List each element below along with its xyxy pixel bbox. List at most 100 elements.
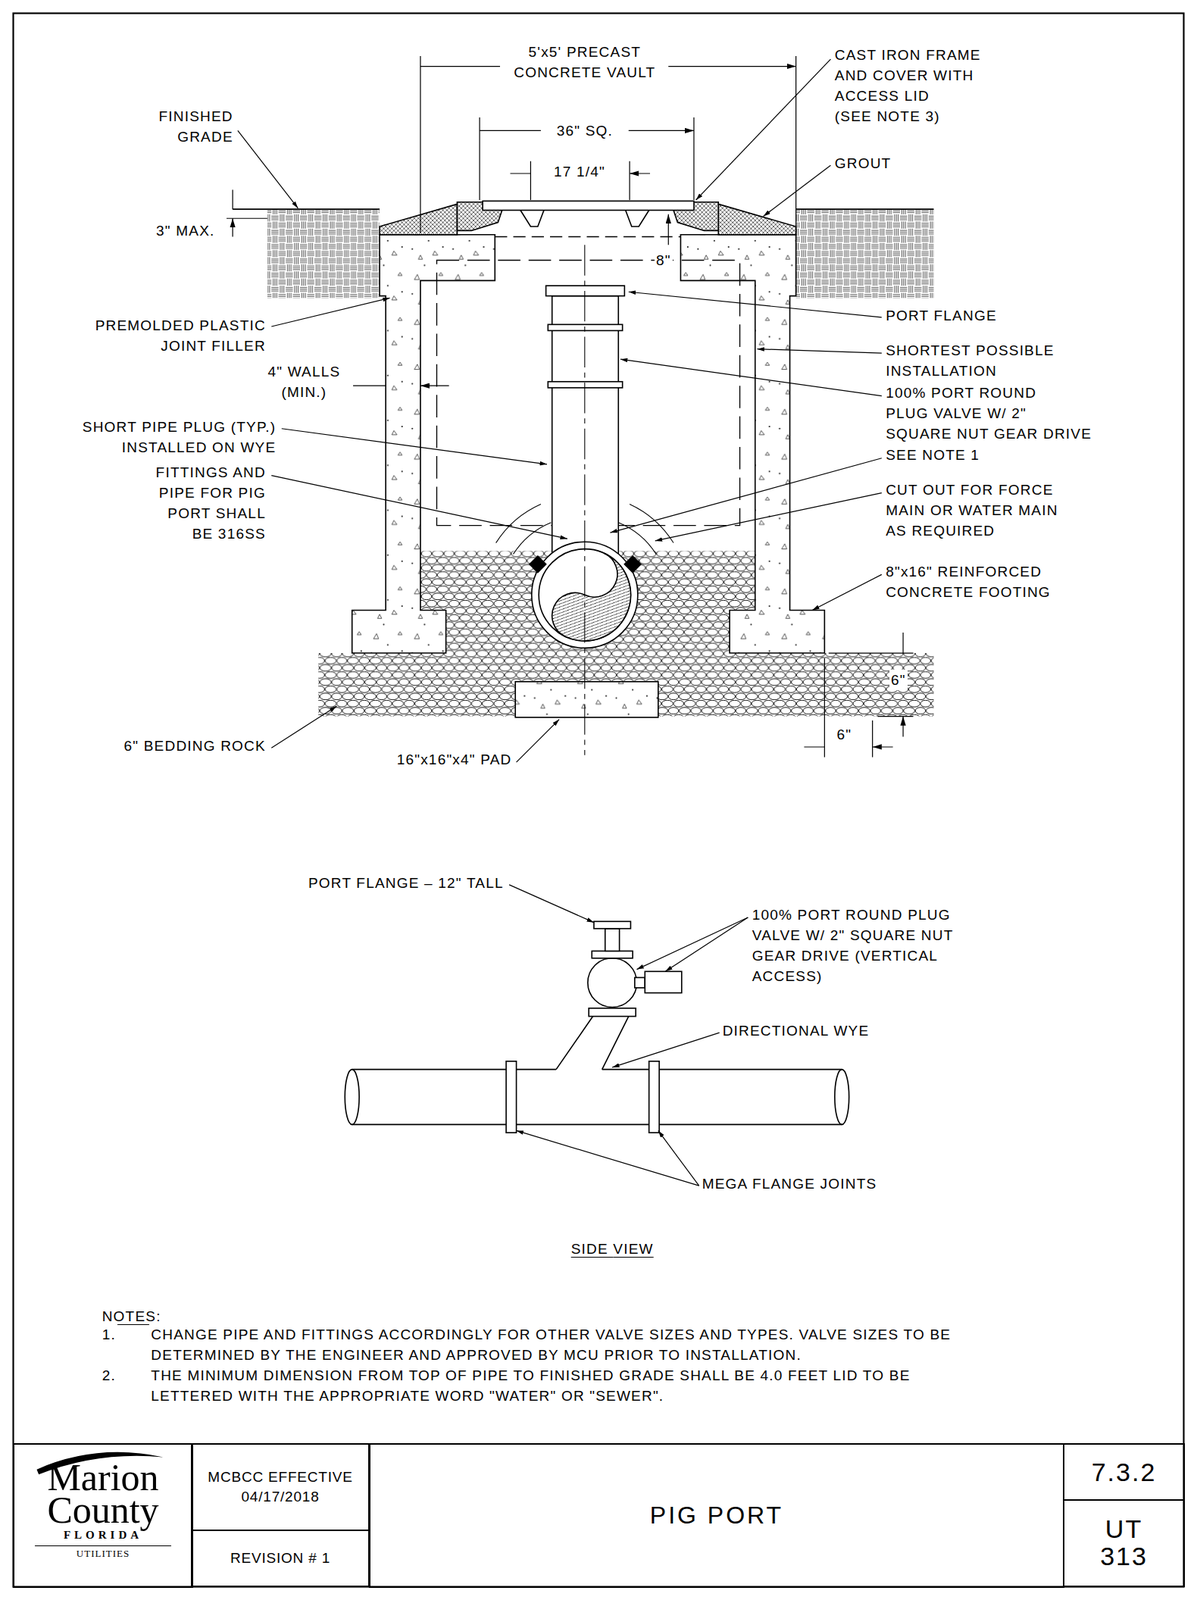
leader-line xyxy=(516,719,560,763)
leader-line xyxy=(271,475,568,540)
leader-line xyxy=(237,130,298,208)
leader-line xyxy=(637,917,749,970)
leader-line xyxy=(763,165,832,216)
grout xyxy=(379,203,457,235)
pipe-end xyxy=(834,1069,850,1126)
callout-label: GROUT xyxy=(833,153,894,174)
title-block-cell: 7.3.2 xyxy=(1062,1443,1185,1501)
mega-flange-joint xyxy=(649,1061,660,1133)
note-text: CHANGE PIPE AND FITTINGS ACCORDINGLY FOR… xyxy=(149,1324,953,1366)
leader-line xyxy=(658,1130,700,1186)
leader-line xyxy=(628,291,882,318)
callout-label: SHORTEST POSSIBLE INSTALLATION xyxy=(884,340,1056,382)
dimension-label: 6" xyxy=(835,724,854,745)
leader-line xyxy=(516,1130,700,1186)
leader-line xyxy=(655,493,882,541)
access-lid xyxy=(482,200,694,210)
title-block-cell: REVISION # 1 xyxy=(190,1529,370,1588)
valve-flange xyxy=(588,1008,636,1017)
dimension-label: 6" xyxy=(889,669,908,691)
callout-label: 6" BEDDING ROCK xyxy=(122,735,268,757)
dimension-line xyxy=(803,746,893,747)
port-flange xyxy=(593,921,631,929)
port-flange xyxy=(546,285,626,296)
leader-line xyxy=(620,359,882,396)
effective-date: MCBCC EFFECTIVE 04/17/2018 xyxy=(207,1467,353,1507)
leader-line xyxy=(271,297,390,327)
leader-line xyxy=(612,1032,719,1068)
callout-label: CAST IRON FRAME AND COVER WITH ACCESS LI… xyxy=(833,44,983,127)
valve-flange xyxy=(591,950,633,958)
callout-label: PORT FLANGE xyxy=(884,305,999,326)
dimension-label: 5'x5' PRECAST CONCRETE VAULT xyxy=(512,41,657,83)
dimension-line xyxy=(668,214,669,245)
detail-number: 7.3.2 xyxy=(1091,1456,1157,1488)
port-neck xyxy=(605,928,620,952)
pipe-section-hatch xyxy=(544,543,647,657)
drawing-title: PIG PORT xyxy=(650,1500,784,1530)
center-line xyxy=(584,244,585,755)
soil-hatch xyxy=(796,209,935,298)
concrete-pad xyxy=(515,681,659,718)
soil-hatch xyxy=(267,209,380,298)
callout-label: PORT FLANGE – 12" TALL xyxy=(306,872,506,894)
dimension-label: 8" xyxy=(654,250,673,271)
leader-lines xyxy=(237,59,882,1186)
title-block-cell: UT 313 xyxy=(1062,1499,1185,1588)
callout-label: 16"x16"x4" PAD xyxy=(395,749,514,770)
leader-line xyxy=(281,428,547,465)
title-block-cell: MCBCC EFFECTIVE 04/17/2018 xyxy=(190,1443,370,1532)
dimension-label: 4" WALLS (MIN.) xyxy=(265,361,342,403)
callout-label: FITTINGS AND PIPE FOR PIG PORT SHALL BE … xyxy=(154,462,268,544)
vault-wall xyxy=(680,234,825,654)
logo-name: Marion County xyxy=(46,1461,159,1526)
logo-department: UTILITIES xyxy=(34,1545,172,1560)
view-title: SIDE VIEW xyxy=(569,1238,656,1260)
logo-cell: Marion CountyFLORIDA UTILITIES xyxy=(12,1443,194,1588)
callout-label: PREMOLDED PLASTIC JOINT FILLER xyxy=(93,315,268,357)
leader-line xyxy=(271,706,337,748)
mega-flange-joint xyxy=(506,1061,516,1133)
gear-shaft xyxy=(634,977,645,988)
leader-line xyxy=(665,917,748,972)
extension-line xyxy=(479,117,694,201)
vault-wall xyxy=(352,234,496,654)
leader-line xyxy=(696,59,832,201)
leader-line xyxy=(756,349,882,354)
pipe-plug xyxy=(624,556,641,573)
callout-label: SEE NOTE 1 xyxy=(884,444,982,466)
callout-label: SHORT PIPE PLUG (TYP.) INSTALLED ON WYE xyxy=(81,416,279,458)
valve-ring xyxy=(547,381,622,388)
lid-rib xyxy=(520,209,650,227)
callout-label: CUT OUT FOR FORCE MAIN OR WATER MAIN AS … xyxy=(884,479,1060,541)
callout-label: 8"x16" REINFORCED CONCRETE FOOTING xyxy=(884,561,1053,603)
hidden-line xyxy=(494,236,681,238)
note-number: 1. xyxy=(100,1324,118,1345)
dimension-label: 17 1/4" xyxy=(552,161,607,182)
dimension-label: 3" MAX. xyxy=(154,220,216,241)
extension-line xyxy=(530,161,630,201)
extension-line xyxy=(828,653,914,717)
callout-label: 100% PORT ROUND PLUG VALVE W/ 2" SQUARE … xyxy=(884,382,1094,444)
main-pipe xyxy=(352,1069,843,1126)
extension-line xyxy=(226,218,268,219)
extension-line xyxy=(824,658,872,758)
directional-wye xyxy=(556,1016,629,1070)
dimension-line xyxy=(353,385,450,387)
revision-number: REVISION # 1 xyxy=(230,1550,331,1568)
logo-state: FLORIDA xyxy=(63,1528,143,1541)
note-text: THE MINIMUM DIMENSION FROM TOP OF PIPE T… xyxy=(149,1365,912,1407)
sheet-border xyxy=(13,13,1185,1588)
title-block-cell: PIG PORT xyxy=(368,1443,1065,1588)
plug-valve-body xyxy=(587,958,638,1008)
valve-ring xyxy=(547,324,622,331)
callout-label: 100% PORT ROUND PLUG VALVE W/ 2" SQUARE … xyxy=(750,904,956,987)
note-number: 2. xyxy=(100,1365,118,1386)
dimension-lines xyxy=(226,56,914,757)
leader-line xyxy=(812,574,882,610)
sheet-number: UT 313 xyxy=(1100,1515,1148,1570)
leader-line xyxy=(509,884,594,923)
gear-drive xyxy=(644,971,682,993)
notes-heading: NOTES: xyxy=(100,1306,163,1327)
